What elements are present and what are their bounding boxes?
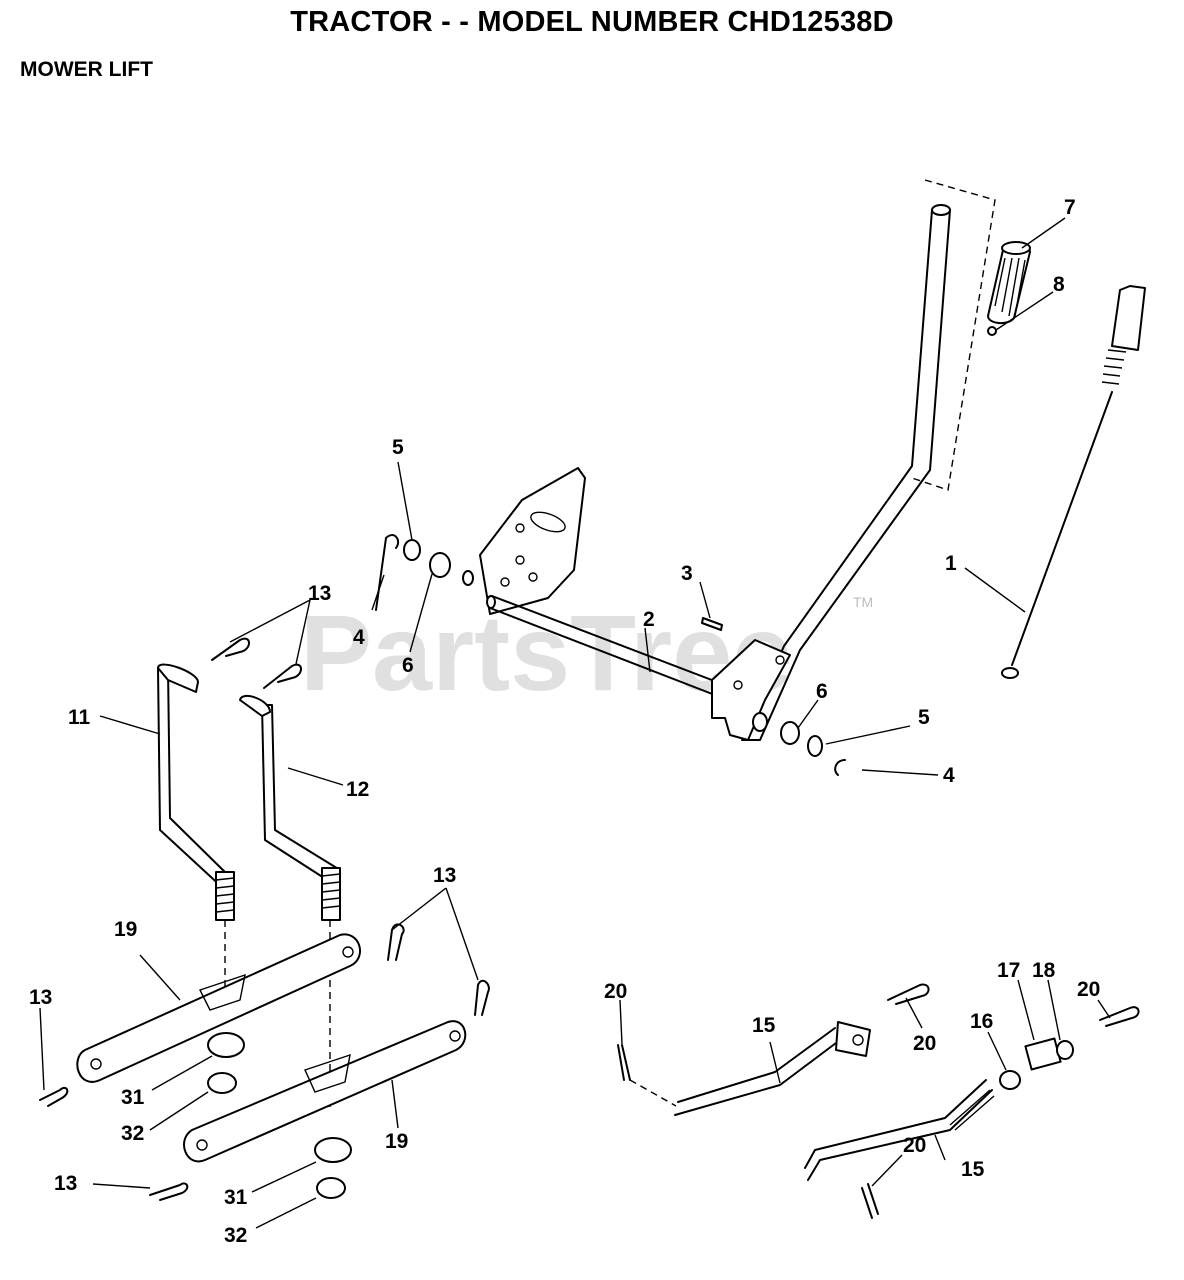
screw (987, 326, 997, 336)
callout-5-right: 5 (918, 706, 930, 729)
lift-link-right (239, 694, 341, 1110)
clip-20-a (617, 1044, 631, 1081)
callout-5-left: 5 (392, 436, 404, 459)
lift-handle (741, 179, 996, 741)
callout-12: 12 (346, 778, 369, 801)
page-title: TRACTOR - - MODEL NUMBER CHD12538D (290, 6, 894, 38)
section-title: MOWER LIFT (20, 58, 153, 81)
hairpin-clip-lower-2 (474, 979, 490, 1016)
callout-6-left: 6 (402, 654, 414, 677)
hairpin-clip-lower-1 (387, 923, 405, 961)
nut-upper (207, 1072, 237, 1094)
callout-4-right: 4 (943, 764, 955, 787)
lift-link-left (157, 663, 235, 1000)
callout-15-lower: 15 (961, 1158, 985, 1181)
nut-lower (316, 1177, 346, 1199)
washer-right (807, 735, 823, 757)
callout-11: 11 (68, 706, 91, 729)
callout-6-right: 6 (816, 680, 828, 703)
hairpin-clip-upper-2 (263, 663, 302, 689)
e-ring-left (375, 534, 400, 611)
hairpin-clip-upper-1 (211, 637, 250, 661)
callout-19-lower: 19 (385, 1130, 408, 1153)
handle-grip (987, 241, 1031, 324)
callout-16: 16 (970, 1010, 993, 1033)
callout-13-bottom: 13 (54, 1172, 77, 1195)
callout-13-left: 13 (29, 986, 52, 1009)
callout-8: 8 (1053, 273, 1065, 296)
callout-31-upper: 31 (121, 1086, 145, 1109)
spacer-upper (207, 1032, 245, 1058)
bushing-left (429, 552, 451, 578)
pin (701, 617, 723, 631)
callout-19-upper: 19 (114, 918, 137, 941)
callout-31-lower: 31 (224, 1186, 248, 1209)
callout-4-left: 4 (353, 626, 365, 649)
callout-18: 18 (1032, 959, 1056, 982)
callout-2: 2 (643, 608, 655, 631)
watermark-trademark: TM (853, 594, 873, 610)
washer-left (403, 539, 421, 561)
callout-13-upper: 13 (308, 582, 331, 605)
callout-20-middle: 20 (913, 1032, 936, 1055)
lift-arm-upper (76, 933, 361, 1083)
bushing-right (780, 721, 800, 745)
callout-17: 17 (997, 959, 1020, 982)
callout-3: 3 (681, 562, 693, 585)
callout-7: 7 (1064, 196, 1076, 219)
e-ring-right (834, 759, 846, 776)
callout-15-upper: 15 (752, 1014, 776, 1037)
clip-20-d (861, 1183, 879, 1219)
callout-1: 1 (945, 552, 957, 575)
cross-shaft (462, 570, 739, 703)
handle-bracket (711, 639, 791, 741)
spacer-lower (314, 1137, 352, 1163)
lift-rod (1001, 285, 1146, 679)
callout-32-lower: 32 (224, 1224, 247, 1247)
lift-arm-lower (183, 1020, 467, 1163)
callout-13-right: 13 (433, 864, 456, 887)
clip-20-c (1099, 1006, 1140, 1027)
leader-lines (39, 217, 1111, 1229)
hairpin-clip-lower-3 (39, 1086, 69, 1107)
callout-20-far-right: 20 (1077, 978, 1100, 1001)
suspension-rod-lower (804, 1037, 1074, 1181)
suspension-rod-upper (629, 1021, 871, 1116)
clip-20-b (887, 983, 930, 1005)
hairpin-clip-lower-4 (149, 1182, 189, 1201)
callout-20-lower: 20 (903, 1134, 926, 1157)
callout-32-upper: 32 (121, 1122, 144, 1145)
callout-20-left: 20 (604, 980, 627, 1003)
